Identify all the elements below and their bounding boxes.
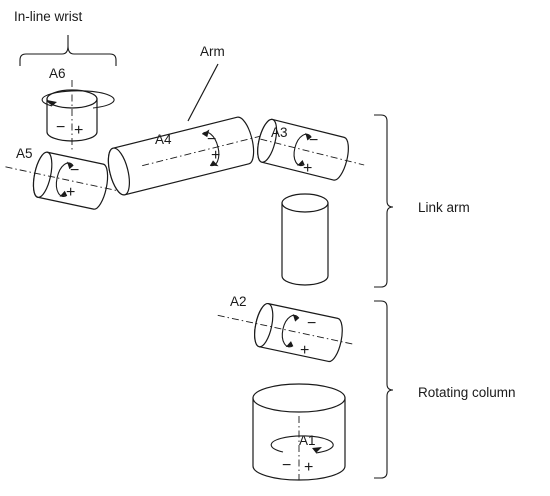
in-line-wrist-brace bbox=[19, 35, 117, 66]
link-arm-label: Link arm bbox=[418, 200, 470, 215]
a4-arm-cylinder bbox=[107, 116, 288, 196]
rotating-column-bracket bbox=[374, 300, 394, 479]
link-arm-bracket bbox=[374, 114, 394, 288]
a3-label: A3 bbox=[271, 125, 288, 140]
a2-plus-sign: + bbox=[300, 342, 309, 359]
a1-base-cylinder: − + bbox=[252, 383, 346, 481]
a6-minus-sign: − bbox=[56, 119, 65, 136]
a3-link-arm-cylinder bbox=[257, 118, 365, 181]
a5-plus-sign: + bbox=[66, 184, 75, 201]
a2-minus-sign: − bbox=[307, 315, 316, 332]
a2-label: A2 bbox=[230, 294, 247, 309]
a5-minus-sign: − bbox=[70, 162, 79, 179]
arm-label: Arm bbox=[200, 44, 225, 59]
a1-minus-sign: − bbox=[282, 457, 291, 474]
a3-plus-sign: + bbox=[303, 160, 312, 177]
a3-minus-sign: − bbox=[309, 132, 318, 149]
a2-column-cylinder bbox=[217, 302, 355, 363]
rotating-column-label: Rotating column bbox=[418, 385, 516, 400]
a6-wrist-cylinder: − + bbox=[41, 80, 115, 152]
a4-minus-sign: − bbox=[207, 131, 216, 148]
a1-plus-sign: + bbox=[304, 459, 313, 476]
a5-label: A5 bbox=[16, 146, 33, 161]
in-line-wrist-label: In-line wrist bbox=[14, 9, 83, 24]
a4-plus-sign: + bbox=[211, 147, 220, 164]
a1-label: A1 bbox=[299, 433, 316, 448]
a6-label: A6 bbox=[49, 66, 66, 81]
a5-wrist-cylinder bbox=[5, 151, 122, 210]
link-arm-vertical-cylinder bbox=[281, 193, 329, 286]
arm-leader-line bbox=[187, 63, 219, 122]
a6-plus-sign: + bbox=[74, 122, 83, 139]
a4-label: A4 bbox=[155, 132, 172, 147]
